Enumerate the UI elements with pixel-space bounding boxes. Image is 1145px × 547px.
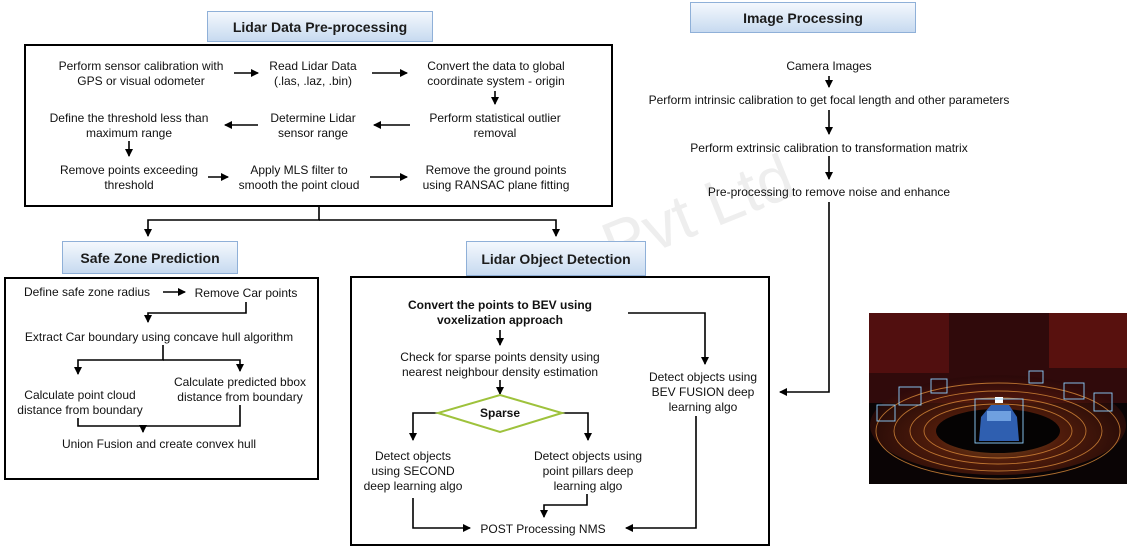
- sparse-decision-diamond: [434, 393, 566, 434]
- object-detection-panel: [350, 276, 770, 546]
- arrow-fusion-to-post: [625, 416, 697, 532]
- sparse-decision-label: Sparse: [479, 406, 521, 420]
- step-define-radius: Define safe zone radius: [23, 285, 151, 299]
- arrow-pillars-to-post: [540, 494, 588, 518]
- safe-zone-panel: [4, 277, 319, 480]
- arrow-bev-to-fusion: [628, 312, 709, 365]
- arrow-decision-to-pillars: [562, 412, 592, 441]
- arrow-decision-to-second: [409, 412, 438, 441]
- step-post-processing: POST Processing NMS: [480, 522, 606, 536]
- header-preprocessing: Lidar Data Pre-processing: [207, 11, 433, 42]
- arrow-to-safe-zone: [144, 207, 320, 237]
- arrow-to-object-detection: [319, 219, 560, 237]
- arrow-boundary-to-pointcloud: [74, 345, 164, 375]
- arrow-second-to-post: [412, 498, 471, 532]
- lidar-point-cloud-image: [869, 313, 1127, 484]
- arrow-remove-car-to-boundary: [144, 302, 247, 323]
- header-safe-zone: Safe Zone Prediction: [62, 241, 238, 274]
- step-union-fusion: Union Fusion and create convex hull: [61, 437, 257, 451]
- line-bbox-to-union: [143, 405, 241, 427]
- step-image-preprocess: Pre-processing to remove noise and enhan…: [707, 185, 951, 199]
- arrow-image-to-bev-fusion: [779, 202, 830, 396]
- step-extrinsic-calibration: Perform extrinsic calibration to transfo…: [690, 141, 968, 155]
- header-image-processing: Image Processing: [690, 2, 916, 33]
- arrow-pointcloud-to-union: [77, 418, 147, 433]
- step-read-lidar: Read Lidar Data(.las, .laz, .bin): [269, 59, 357, 88]
- step-intrinsic-calibration: Perform intrinsic calibration to get foc…: [648, 93, 1010, 107]
- header-object-detection: Lidar Object Detection: [466, 241, 646, 276]
- arrow-boundary-to-bbox: [163, 359, 244, 372]
- step-camera-images: Camera Images: [786, 59, 872, 73]
- step-extract-boundary: Extract Car boundary using concave hull …: [24, 330, 294, 344]
- preprocessing-panel: [24, 44, 613, 207]
- step-remove-car: Remove Car points: [194, 286, 298, 300]
